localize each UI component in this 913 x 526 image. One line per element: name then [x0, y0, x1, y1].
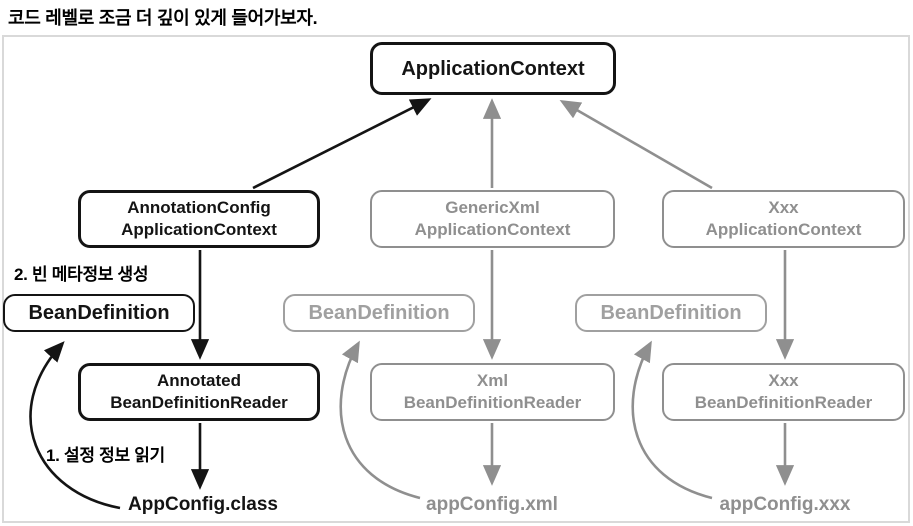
node-application-context: ApplicationContext — [370, 42, 616, 95]
node-label-line2: BeanDefinitionReader — [694, 393, 873, 412]
node-label-line2: ApplicationContext — [705, 220, 862, 239]
node-annotated-bean-definition-reader: Annotated BeanDefinitionReader — [78, 363, 320, 421]
file-appconfig-xxx: appConfig.xxx — [719, 494, 851, 515]
node-generic-xml-application-context: GenericXml ApplicationContext — [370, 190, 615, 248]
arrow-xxxcontext-to-applicationcontext — [559, 100, 713, 190]
file-appconfig-xml: appConfig.xml — [426, 494, 558, 515]
page-title: 코드 레벨로 조금 더 깊이 있게 들어가보자. — [8, 8, 318, 28]
arrow-appconfigclass-to-beandefinition — [29, 341, 121, 510]
node-label-line2: ApplicationContext — [121, 220, 277, 239]
node-bean-definition-left: BeanDefinition — [3, 294, 195, 332]
step2-label: 2. 빈 메타정보 생성 — [14, 265, 149, 284]
node-xxx-application-context: Xxx ApplicationContext — [662, 190, 905, 248]
node-label-line1: Xxx — [768, 370, 799, 390]
diagram-frame — [2, 35, 910, 523]
node-xml-bean-definition-reader: Xml BeanDefinitionReader — [370, 363, 615, 421]
node-label-line1: Annotated — [156, 370, 242, 390]
arrow-annotationconfig-to-applicationcontext — [252, 98, 432, 190]
node-label-line1: Xml — [476, 370, 509, 390]
step1-label: 1. 설정 정보 읽기 — [46, 446, 165, 465]
node-label: ApplicationContext — [401, 57, 585, 80]
node-label-line2: BeanDefinitionReader — [110, 393, 288, 412]
node-label-line1: GenericXml — [445, 197, 540, 217]
node-label-line1: Xxx — [768, 197, 799, 217]
arrow-appconfigxxx-to-beandefinition — [631, 340, 713, 500]
node-label: BeanDefinition — [28, 302, 170, 324]
node-label: BeanDefinition — [600, 302, 742, 324]
file-appconfig-class: AppConfig.class — [128, 494, 278, 515]
arrow-appconfigxml-to-beandefinition — [339, 340, 421, 500]
node-label-line2: ApplicationContext — [414, 220, 571, 239]
node-annotation-config-application-context: AnnotationConfig ApplicationContext — [78, 190, 320, 248]
node-label-line1: AnnotationConfig — [127, 197, 271, 217]
node-bean-definition-mid: BeanDefinition — [283, 294, 475, 332]
node-xxx-bean-definition-reader: Xxx BeanDefinitionReader — [662, 363, 905, 421]
node-bean-definition-right: BeanDefinition — [575, 294, 767, 332]
node-label: BeanDefinition — [308, 302, 450, 324]
node-label-line2: BeanDefinitionReader — [403, 393, 582, 412]
